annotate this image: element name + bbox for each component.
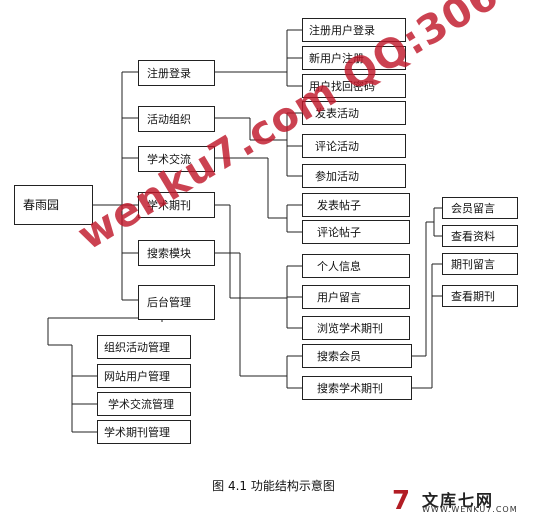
- logo-mark: 7: [392, 486, 411, 516]
- figure-caption: 图 4.1 功能结构示意图: [212, 479, 335, 493]
- node-label: 参加活动: [315, 169, 359, 183]
- node-join-activity: 参加活动: [302, 164, 406, 188]
- node-label: 搜索学术期刊: [317, 381, 383, 395]
- module-register-login: 注册登录: [138, 60, 215, 86]
- node-label: 注册用户登录: [309, 23, 375, 37]
- node-browse-journal: 浏览学术期刊: [302, 316, 410, 340]
- node-label: 学术期刊: [147, 198, 191, 212]
- module-academic-journal: 学术期刊: [138, 192, 215, 218]
- module-activity: 活动组织: [138, 106, 215, 132]
- node-view-profile: 查看资料: [442, 225, 518, 247]
- module-academic-exchange: 学术交流: [138, 146, 215, 172]
- node-user-management: 网站用户管理: [97, 364, 191, 388]
- node-label: 注册登录: [147, 66, 191, 80]
- node-recover-password: 用户找回密码: [302, 74, 406, 98]
- node-label: 期刊留言: [451, 257, 495, 271]
- node-label: 学术交流管理: [108, 397, 174, 411]
- logo-url: WWW.WENKU7.COM: [422, 505, 518, 514]
- node-comment-activity: 评论活动: [302, 134, 406, 158]
- node-label: 浏览学术期刊: [317, 321, 383, 335]
- site-logo: 7 文库七网 WWW.WENKU7.COM: [392, 486, 542, 516]
- node-label: 用户留言: [317, 290, 361, 304]
- node-label: 查看期刊: [451, 289, 495, 303]
- node-label: 活动组织: [147, 112, 191, 126]
- node-label: 学术交流: [147, 152, 191, 166]
- node-label: 后台管理: [147, 296, 191, 309]
- node-personal-info: 个人信息: [302, 254, 410, 278]
- node-label: 用户找回密码: [309, 79, 375, 93]
- node-user-message: 用户留言: [302, 285, 410, 309]
- node-label: 会员留言: [451, 201, 495, 215]
- node-member-message: 会员留言: [442, 197, 518, 219]
- node-registered-login: 注册用户登录: [302, 18, 406, 42]
- node-journal-management: 学术期刊管理: [97, 420, 191, 444]
- node-label: 网站用户管理: [104, 369, 170, 383]
- node-post-thread: 发表帖子: [302, 193, 410, 217]
- module-search: 搜索模块: [138, 240, 215, 266]
- node-label: 评论帖子: [317, 225, 361, 239]
- node-label: 查看资料: [451, 229, 495, 243]
- node-comment-thread: 评论帖子: [302, 220, 410, 244]
- module-admin: 后台管理: [138, 285, 215, 320]
- node-search-member: 搜索会员: [302, 344, 412, 368]
- node-exchange-management: 学术交流管理: [97, 392, 191, 416]
- node-activity-management: 组织活动管理: [97, 335, 191, 359]
- node-view-journal: 查看期刊: [442, 285, 518, 307]
- node-label: 发表帖子: [317, 198, 361, 212]
- node-search-journal: 搜索学术期刊: [302, 376, 412, 400]
- node-label: 组织活动管理: [104, 340, 170, 354]
- node-label: 新用户注册: [309, 51, 364, 65]
- node-label: 发表活动: [315, 106, 359, 120]
- node-label: 搜索模块: [147, 246, 191, 260]
- node-post-activity: 发表活动: [302, 101, 406, 125]
- node-label: 个人信息: [317, 259, 361, 273]
- root-node: 春雨园: [14, 185, 93, 225]
- node-new-user-register: 新用户注册: [302, 46, 406, 70]
- node-journal-message: 期刊留言: [442, 253, 518, 275]
- node-label: 评论活动: [315, 139, 359, 153]
- root-label: 春雨园: [23, 198, 60, 212]
- node-label: 学术期刊管理: [104, 425, 170, 439]
- logo-name: 文库七网: [422, 491, 495, 510]
- node-label: 搜索会员: [317, 349, 361, 363]
